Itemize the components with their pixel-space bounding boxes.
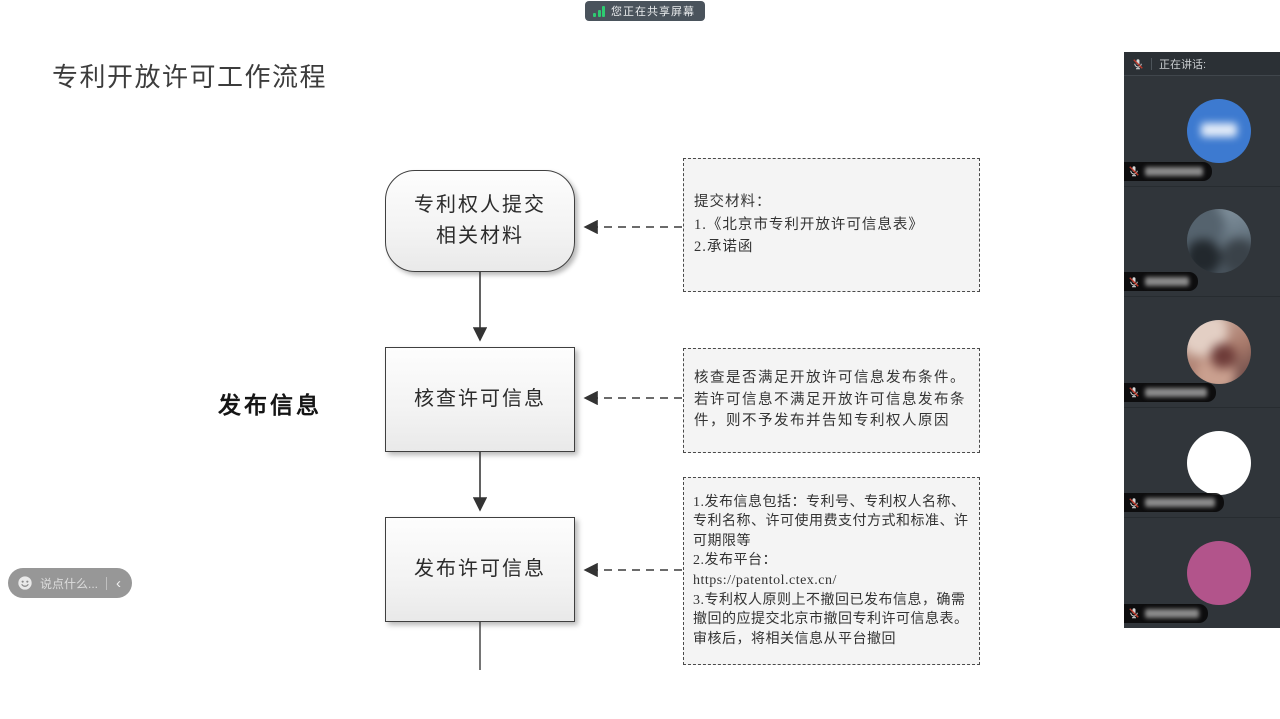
participant-list xyxy=(1124,76,1280,628)
speaking-header: 正在讲话: xyxy=(1124,52,1280,76)
participant-avatar xyxy=(1187,319,1251,384)
participant-avatar xyxy=(1187,209,1251,274)
chat-input-pill[interactable]: 说点什么... ‹ xyxy=(8,568,132,598)
chat-divider xyxy=(106,576,107,590)
participant-name-bar xyxy=(1124,493,1224,513)
speaking-label: 正在讲话: xyxy=(1159,58,1207,71)
flow-node-verify-license-info: 核查许可信息 xyxy=(385,347,575,452)
chat-collapse-chevron[interactable]: ‹ xyxy=(116,574,121,592)
participant-name-redacted xyxy=(1145,498,1215,508)
header-divider xyxy=(1151,57,1152,70)
note-publish-details: 1.发布信息包括：专利号、专利权人名称、专利名称、许可使用费支付方式和标准、许可… xyxy=(683,477,980,665)
note-submit-materials: 提交材料： 1.《北京市专利开放许可信息表》 2.承诺函 xyxy=(683,158,980,292)
participant-name-redacted xyxy=(1145,277,1189,287)
participant-name-redacted xyxy=(1145,387,1207,397)
participant-avatar xyxy=(1187,98,1251,163)
screen-share-label: 您正在共享屏幕 xyxy=(611,6,695,18)
participant-tile[interactable] xyxy=(1124,187,1280,298)
mic-muted-icon xyxy=(1129,276,1139,287)
screen-share-badge: 您正在共享屏幕 xyxy=(585,1,705,21)
participants-sidebar: 正在讲话: xyxy=(1124,52,1280,628)
flow-node-submit-materials: 专利权人提交 相关材料 xyxy=(385,170,575,272)
mic-muted-icon xyxy=(1129,498,1139,509)
participant-tile[interactable] xyxy=(1124,408,1280,519)
participant-tile[interactable] xyxy=(1124,518,1280,628)
participant-name-redacted xyxy=(1145,166,1203,176)
participant-tile[interactable] xyxy=(1124,297,1280,408)
mic-muted-icon xyxy=(1129,608,1139,619)
chat-input[interactable]: 说点什么... xyxy=(40,576,99,591)
participant-tile[interactable] xyxy=(1124,76,1280,187)
participant-name-bar xyxy=(1124,272,1198,292)
participant-avatar xyxy=(1187,430,1251,495)
mic-muted-icon xyxy=(1133,58,1143,69)
participant-name-bar xyxy=(1124,382,1216,402)
emoji-icon[interactable] xyxy=(17,575,33,591)
participant-name-bar xyxy=(1124,161,1212,181)
note-verify-conditions: 核查是否满足开放许可信息发布条件。若许可信息不满足开放许可信息发布条件，则不予发… xyxy=(683,348,980,453)
signal-bars-icon xyxy=(593,5,605,17)
participant-name-redacted xyxy=(1145,608,1199,618)
mic-muted-icon xyxy=(1129,387,1139,398)
participant-name-bar xyxy=(1124,603,1208,623)
avatar-blurred-text xyxy=(1201,122,1237,137)
participant-avatar xyxy=(1187,541,1251,606)
speaking-mic-slot xyxy=(1132,58,1144,70)
stage-label: 发布信息 xyxy=(218,392,322,418)
slide-title: 专利开放许可工作流程 xyxy=(52,62,328,92)
mic-muted-icon xyxy=(1129,166,1139,177)
flow-node-publish-license-info: 发布许可信息 xyxy=(385,517,575,622)
